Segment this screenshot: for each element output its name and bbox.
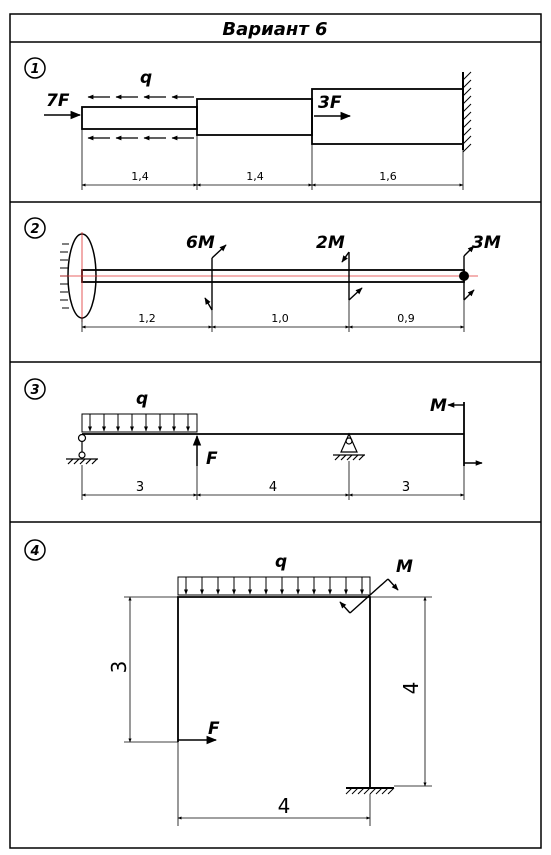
segment-length-2: 4 [269,480,277,495]
problem-number: 2 [30,222,39,237]
frame [177,596,371,788]
sheet-frame [9,13,542,849]
segment-length-3: 1,6 [379,170,397,183]
problem-number: 4 [29,544,39,559]
problem-number-circle [24,217,46,239]
problem-number-circle [24,539,46,561]
force-label-7f: 7F [46,91,70,111]
torque-2m [341,251,363,301]
torque-label-3m: 3M [472,233,501,253]
roller-support [66,433,98,465]
dimension-lines [81,300,465,332]
problem-4: 4 q M F [24,539,432,826]
moment-label-m: M [430,396,447,416]
segment-length-1: 1,4 [131,170,149,183]
problem-number-circle [24,378,46,400]
problem-1: 1 7F q 3F [24,57,472,190]
dimension-left-height [124,596,178,743]
problem-number: 1 [30,62,39,77]
distributed-load-arrows [88,414,190,432]
segment-length-3: 3 [402,480,410,495]
dimension-width [177,742,371,826]
moment-m [339,578,399,614]
problem-3: 3 q F [24,378,483,500]
torque-label-2m: 2M [316,233,345,253]
segment-length-2: 1,0 [271,312,289,325]
wall-hatching [462,71,472,153]
bar-segment-1 [81,106,198,130]
load-label-q: q [140,68,152,88]
dimension-label-width: 4 [278,794,291,818]
dimension-lines [81,461,465,500]
dimension-label-left: 3 [107,661,131,674]
dimension-lines [81,129,464,190]
problem-number-circle [24,57,46,79]
force-label-3f: 3F [318,93,342,113]
bar-segment-2 [196,98,313,136]
torque-label-6m: 6M [186,233,215,253]
problem-number: 3 [30,383,39,398]
segment-length-2: 1,4 [246,170,264,183]
distributed-load-q [87,94,194,141]
segment-length-1: 3 [136,480,144,495]
problem-2: 2 6M 2M [24,217,501,332]
distributed-load-q [177,576,371,596]
load-label-q: q [275,552,287,572]
dimension-right-height [370,596,432,787]
torque-3m [463,245,475,301]
dimension-label-right: 4 [399,682,423,695]
torque-6m [204,244,227,311]
moment-label-m: M [396,557,413,577]
segment-length-1: 1,2 [138,312,156,325]
support-hatching [345,787,395,795]
force-label-f: F [208,719,220,739]
force-label-f: F [206,449,218,469]
page-title: Вариант 6 [222,19,327,40]
distributed-load-arrows [184,577,364,595]
pin-support [333,432,365,461]
segment-length-3: 0,9 [397,312,415,325]
load-label-q: q [136,389,148,409]
distributed-load-q [81,413,198,433]
